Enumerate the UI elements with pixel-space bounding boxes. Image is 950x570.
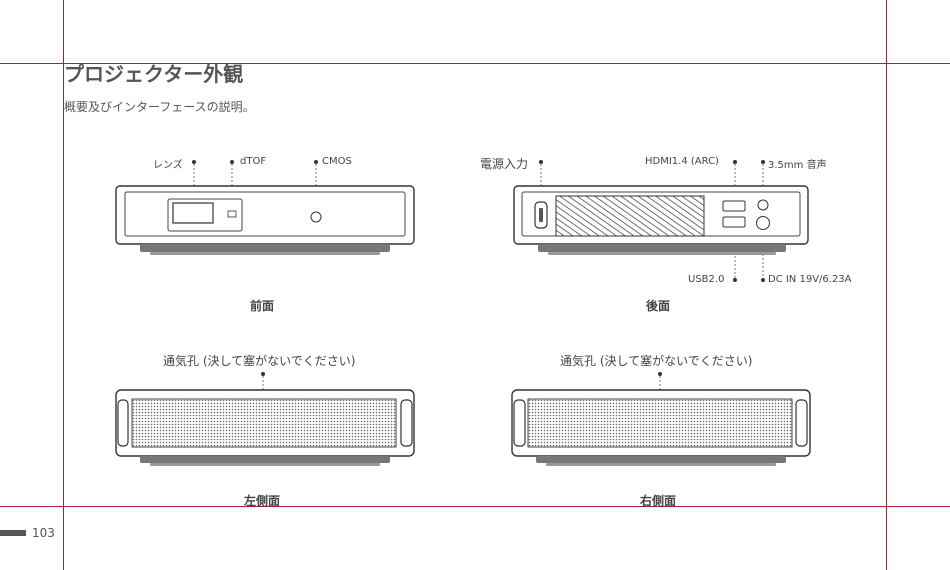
- right-end-cap-right: [796, 400, 807, 446]
- right-vent-marker-dot: [658, 372, 662, 376]
- caption-right-side: 右側面: [640, 492, 676, 509]
- right-base: [536, 456, 786, 463]
- page-number-bar: [0, 530, 26, 536]
- right-vent-grille: [528, 399, 792, 447]
- right-end-cap-left: [514, 400, 525, 446]
- right-base-stripe: [546, 463, 776, 466]
- page-number: 103: [32, 526, 55, 540]
